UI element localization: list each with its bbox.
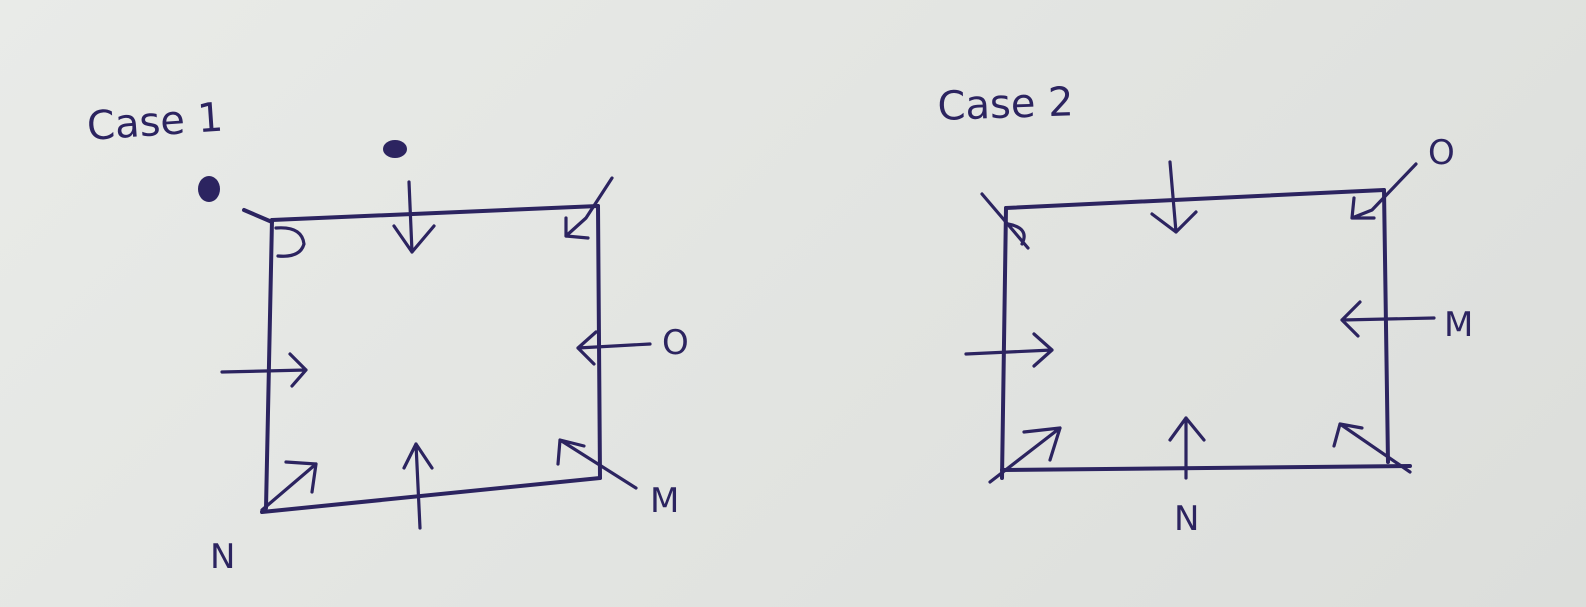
- corner-angle-mark: [274, 226, 306, 258]
- case-1-diagram: Case 1 O M N: [85, 95, 688, 577]
- arrow-diagonal-bottom-left: [988, 426, 1062, 484]
- corner-tick: [242, 208, 274, 224]
- arrow-down-top: [392, 180, 436, 254]
- label-m: M: [1444, 305, 1473, 345]
- frame-bottom-edge: [1000, 464, 1412, 472]
- frame-right-edge: [596, 204, 602, 480]
- arrow-right-left: [220, 352, 308, 388]
- ink-dot: [198, 176, 220, 202]
- frame-bottom-edge: [260, 476, 602, 514]
- label-m: M: [650, 481, 679, 521]
- corner-angle-mark: [980, 192, 1030, 250]
- ink-dot: [383, 140, 407, 158]
- frame-top-edge: [270, 204, 600, 222]
- label-o: O: [662, 323, 689, 363]
- arrow-diagonal-bottom-left: [260, 460, 318, 512]
- frame-left-edge: [1000, 206, 1008, 480]
- arrow-left-right: [1340, 300, 1436, 338]
- arrow-right-left: [964, 332, 1054, 368]
- case-2-diagram: Case 2 O M N: [937, 79, 1474, 539]
- frame-left-edge: [264, 218, 274, 510]
- arrow-diagonal-bottom-right: [1332, 422, 1412, 474]
- case-1-title: Case 1: [85, 95, 224, 150]
- arrow-left-right: [576, 330, 652, 366]
- arrow-up-bottom: [402, 442, 434, 530]
- frame-right-edge: [1382, 188, 1390, 464]
- arrow-diagonal-bottom-right: [556, 438, 638, 490]
- label-n: N: [210, 537, 235, 577]
- corner-arrow-top-right: [1350, 162, 1418, 220]
- corner-arrow-top-right: [564, 176, 614, 240]
- label-o: O: [1428, 133, 1455, 173]
- frame-top-edge: [1004, 188, 1386, 210]
- label-n: N: [1174, 499, 1199, 539]
- case-2-title: Case 2: [937, 79, 1075, 130]
- arrow-down-top: [1150, 160, 1198, 234]
- arrow-up-bottom: [1168, 416, 1206, 480]
